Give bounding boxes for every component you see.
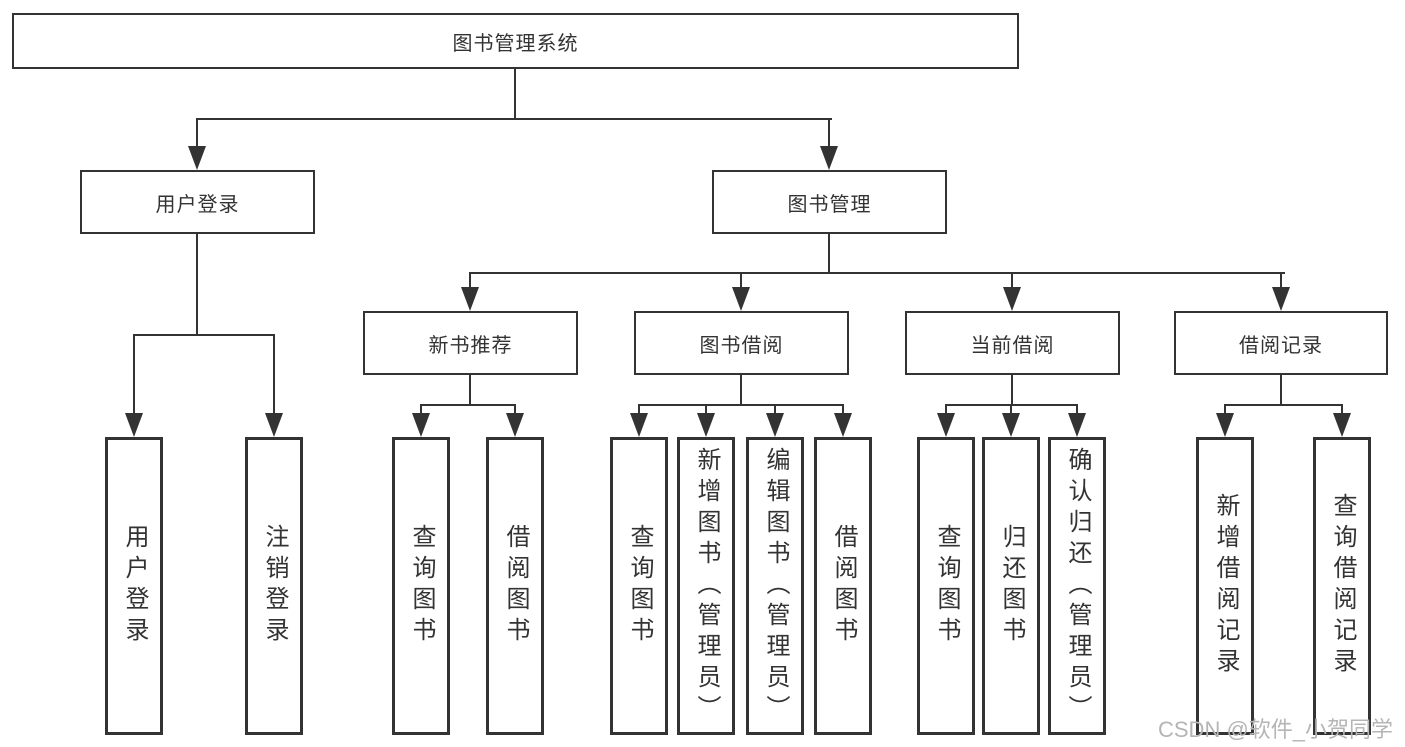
connector-vline xyxy=(514,69,516,118)
leaf-label: 查询借阅记录 xyxy=(1329,493,1356,679)
arrow-down-icon xyxy=(1003,287,1021,311)
connector-hline xyxy=(196,118,832,120)
connector-hline xyxy=(420,404,516,406)
connector-vline xyxy=(740,375,742,406)
connector-vline xyxy=(705,404,707,414)
connector-vline xyxy=(273,334,275,414)
connector-hline xyxy=(638,404,844,406)
connector-vline xyxy=(828,234,830,274)
connector-vline xyxy=(828,118,830,148)
connector-vline xyxy=(196,118,198,148)
leaf-label: 新增借阅记录 xyxy=(1212,493,1239,679)
connector-vline xyxy=(740,272,742,288)
node-borrowing-records: 借阅记录 xyxy=(1174,311,1388,375)
connector-vline xyxy=(1341,404,1343,414)
connector-vline xyxy=(133,334,135,414)
connector-vline xyxy=(469,272,471,288)
leaf-bb-edit-books-admin: 编辑图书（管理员） xyxy=(746,437,804,735)
leaf-label: 注销登录 xyxy=(261,524,288,648)
connector-hline xyxy=(133,334,275,336)
leaf-user-login: 用户登录 xyxy=(105,437,163,735)
arrow-down-icon xyxy=(630,413,648,437)
arrow-down-icon xyxy=(820,146,838,170)
leaf-label: 借阅图书 xyxy=(830,524,857,648)
node-label: 当前借阅 xyxy=(970,334,1055,357)
arrow-down-icon xyxy=(1272,287,1290,311)
node-label: 用户登录 xyxy=(155,193,240,216)
arrow-down-icon xyxy=(732,287,750,311)
leaf-label: 用户登录 xyxy=(121,524,148,648)
node-label: 借阅记录 xyxy=(1239,334,1323,357)
leaf-label: 新增图书（管理员） xyxy=(693,446,720,726)
connector-vline xyxy=(945,404,947,414)
connector-vline xyxy=(1011,375,1013,406)
connector-vline xyxy=(1010,404,1012,414)
node-new-book-recommend: 新书推荐 xyxy=(363,311,578,375)
node-label: 图书借阅 xyxy=(699,334,784,357)
leaf-br-add-record: 新增借阅记录 xyxy=(1196,437,1254,735)
leaf-nbr-borrow-books: 借阅图书 xyxy=(486,437,544,735)
arrow-down-icon xyxy=(1216,413,1234,437)
leaf-label: 查询图书 xyxy=(933,524,960,648)
connector-vline xyxy=(1280,272,1282,288)
arrow-down-icon xyxy=(1002,413,1020,437)
connector-vline xyxy=(842,404,844,414)
arrow-down-icon xyxy=(1333,413,1351,437)
connector-vline xyxy=(1224,404,1226,414)
leaf-nbr-query-books: 查询图书 xyxy=(392,437,450,735)
leaf-label: 归还图书 xyxy=(998,524,1025,648)
arrow-down-icon xyxy=(697,413,715,437)
arrow-down-icon xyxy=(937,413,955,437)
leaf-label: 借阅图书 xyxy=(502,524,529,648)
node-book-borrowing: 图书借阅 xyxy=(634,311,849,375)
connector-vline xyxy=(514,404,516,414)
connector-vline xyxy=(1011,272,1013,288)
arrow-down-icon xyxy=(461,287,479,311)
node-library-management-system: 图书管理系统 xyxy=(12,13,1019,69)
leaf-logout: 注销登录 xyxy=(245,437,303,735)
connector-hline xyxy=(469,272,1285,274)
leaf-cb-query-books: 查询图书 xyxy=(917,437,975,735)
connector-vline xyxy=(638,404,640,414)
connector-vline xyxy=(774,404,776,414)
node-current-borrowing: 当前借阅 xyxy=(905,311,1120,375)
connector-vline xyxy=(469,375,471,406)
arrow-down-icon xyxy=(265,413,283,437)
node-label: 新书推荐 xyxy=(428,334,513,357)
node-label: 图书管理系统 xyxy=(452,32,579,55)
leaf-bb-borrow-books: 借阅图书 xyxy=(814,437,872,735)
arrow-down-icon xyxy=(125,413,143,437)
connector-vline xyxy=(1280,375,1282,406)
connector-vline xyxy=(420,404,422,414)
node-user-login: 用户登录 xyxy=(80,170,315,234)
arrow-down-icon xyxy=(188,146,206,170)
arrow-down-icon xyxy=(834,413,852,437)
arrow-down-icon xyxy=(506,413,524,437)
arrow-down-icon xyxy=(766,413,784,437)
arrow-down-icon xyxy=(412,413,430,437)
csdn-watermark: CSDN @软件_小贺同学 xyxy=(1158,717,1394,742)
connector-vline xyxy=(196,234,198,336)
leaf-bb-query-books: 查询图书 xyxy=(610,437,668,735)
leaf-bb-add-books-admin: 新增图书（管理员） xyxy=(677,437,735,735)
node-label: 图书管理 xyxy=(787,193,872,216)
leaf-label: 确认归还（管理员） xyxy=(1064,446,1091,726)
leaf-label: 查询图书 xyxy=(626,524,653,648)
leaf-cb-confirm-return-admin: 确认归还（管理员） xyxy=(1048,437,1106,735)
node-book-management: 图书管理 xyxy=(712,170,947,234)
arrow-down-icon xyxy=(1068,413,1086,437)
leaf-br-query-record: 查询借阅记录 xyxy=(1313,437,1371,735)
connector-hline xyxy=(1224,404,1343,406)
leaf-label: 编辑图书（管理员） xyxy=(762,446,789,726)
connector-vline xyxy=(1076,404,1078,414)
leaf-label: 查询图书 xyxy=(408,524,435,648)
leaf-cb-return-books: 归还图书 xyxy=(982,437,1040,735)
